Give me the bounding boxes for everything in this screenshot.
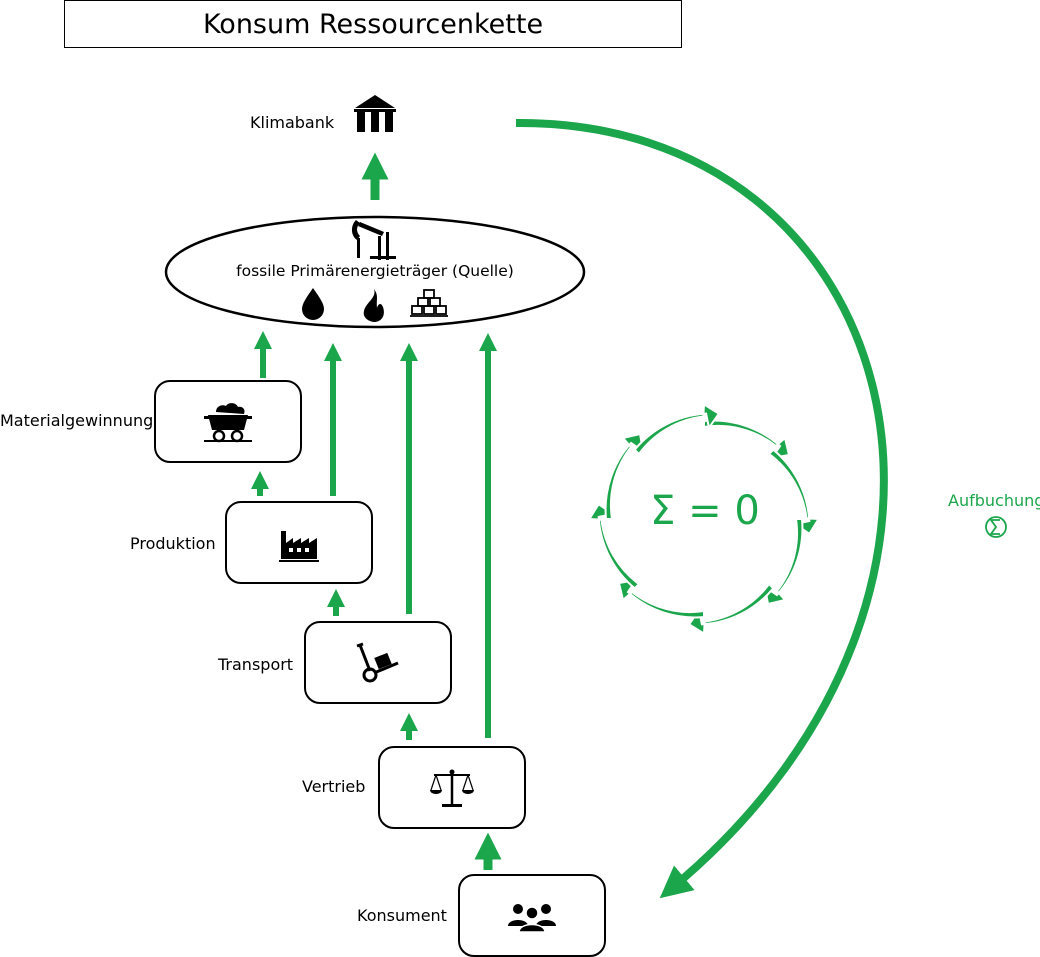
flame-icon — [363, 289, 384, 322]
cycle-ring — [587, 402, 821, 636]
oil-drop-icon — [302, 288, 324, 320]
hand-truck-icon — [356, 642, 399, 682]
coal-stack-icon — [410, 289, 448, 317]
diagram-title: Konsum Ressourcenkette — [64, 0, 682, 48]
node-consumer — [458, 874, 606, 957]
scales-icon — [430, 769, 474, 807]
booking-label: Aufbuchung — [948, 491, 1040, 510]
node-production — [225, 501, 373, 584]
bank-icon — [354, 95, 396, 132]
mine-cart-icon — [204, 402, 252, 442]
sales-label: Vertrieb — [302, 777, 366, 796]
source-label: fossile Primärenergieträger (Quelle) — [236, 262, 514, 280]
factory-icon — [279, 530, 319, 562]
node-sales — [378, 746, 526, 829]
oil-pump-icon — [351, 220, 396, 260]
arrow-bank-to-consumer — [515, 118, 888, 899]
consumer-label: Konsument — [357, 906, 447, 925]
material-label: Materialgewinnung — [0, 411, 154, 430]
people-icon — [508, 903, 556, 933]
source-ellipse — [164, 215, 586, 329]
sigma-circle-icon — [985, 516, 1007, 538]
node-material — [154, 380, 302, 463]
cycle-label: Σ = 0 — [650, 488, 760, 534]
bank-label: Klimabank — [250, 113, 335, 132]
node-transport — [304, 621, 452, 704]
transport-label: Transport — [218, 655, 294, 674]
production-label: Produktion — [130, 534, 216, 553]
